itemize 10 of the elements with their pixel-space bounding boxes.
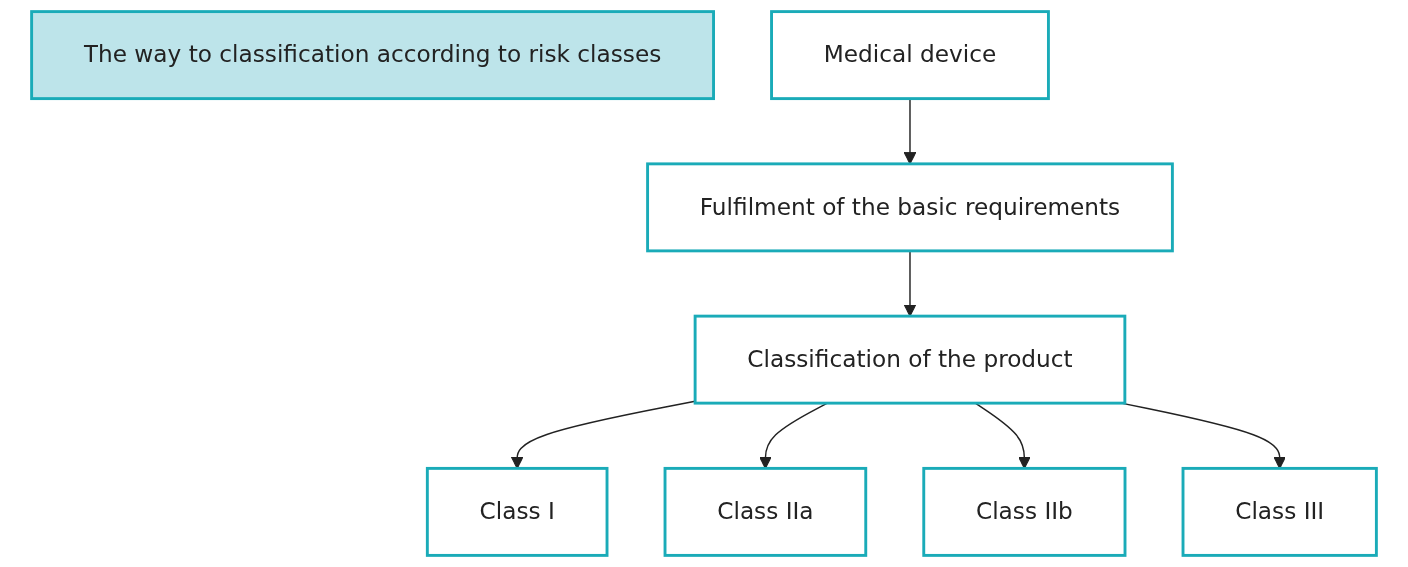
node-box: The way to classification according to risk classes <box>30 10 715 101</box>
node-box: Class III <box>1181 466 1378 557</box>
node-box: Class IIb <box>922 466 1127 557</box>
node-box: Classification of the product <box>693 314 1127 405</box>
arrow <box>510 400 696 469</box>
arrow <box>903 250 917 317</box>
node-box: Class IIa <box>663 466 868 557</box>
node-box: Fulfilment of the basic requirements <box>646 162 1174 253</box>
node-box: Class I <box>425 466 609 557</box>
node-box: Medical device <box>770 10 1050 101</box>
